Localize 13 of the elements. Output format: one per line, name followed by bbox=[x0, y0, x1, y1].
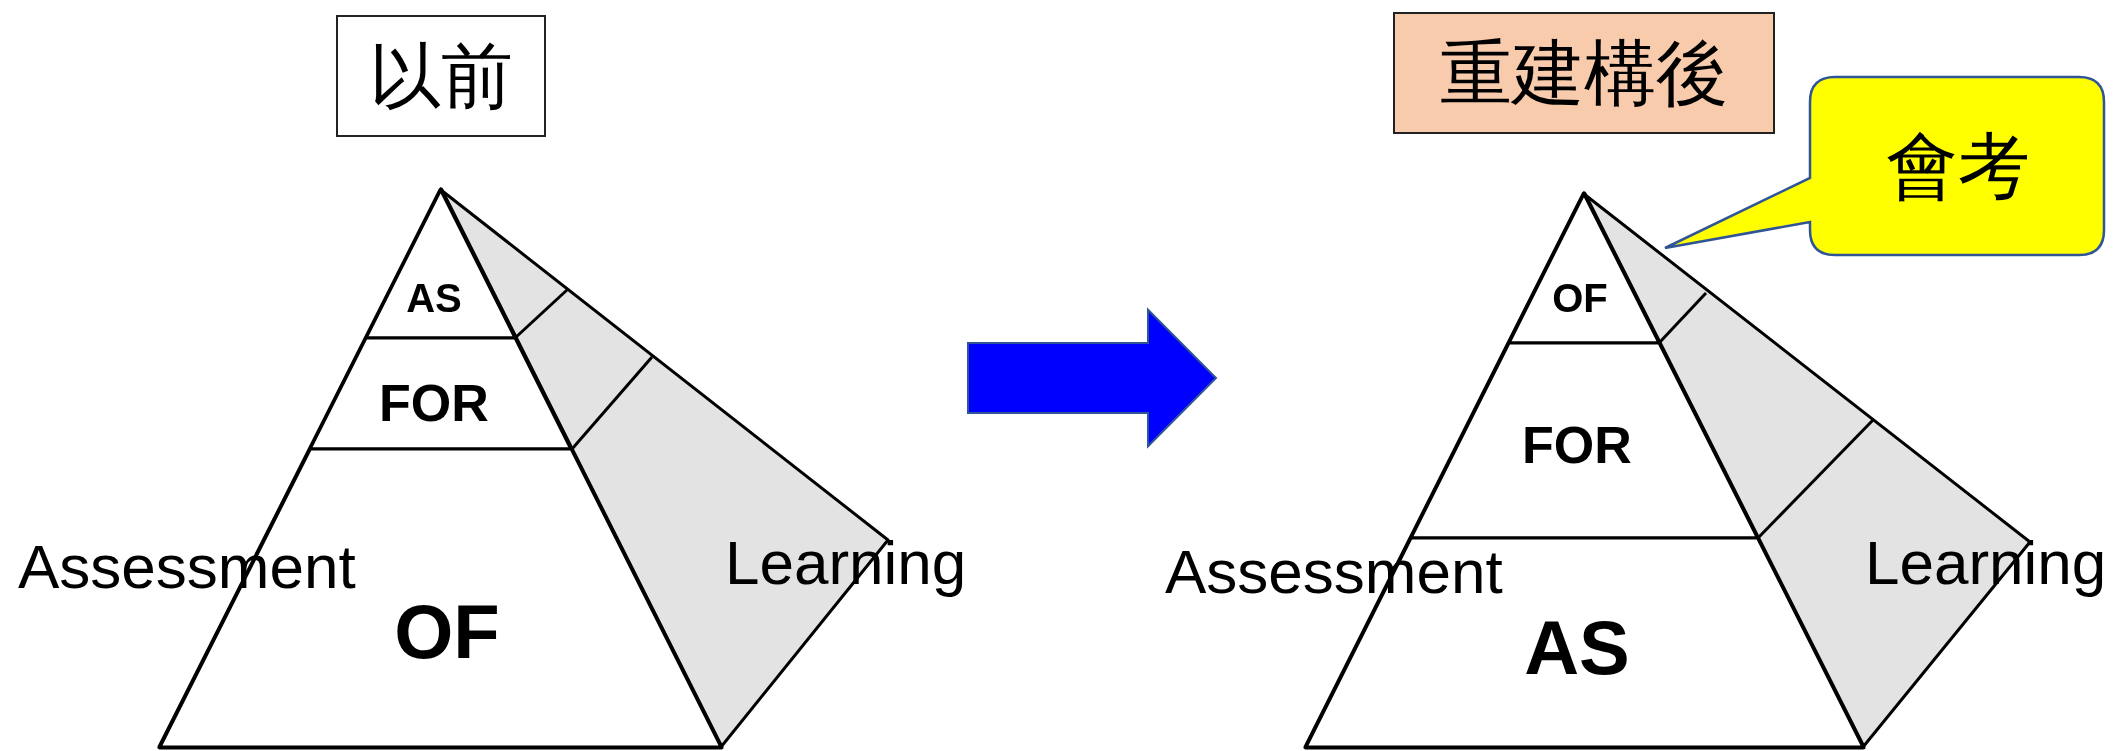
layer-label: FOR bbox=[1522, 419, 1632, 471]
pyramid-layer bbox=[310, 338, 572, 449]
title-text: 以前 bbox=[369, 40, 513, 112]
title-box bbox=[1393, 12, 1775, 134]
layer-label: OF bbox=[394, 594, 500, 670]
title-text: 重建構後 bbox=[1440, 37, 1728, 109]
layer-label: AS bbox=[1524, 610, 1630, 686]
layer-label: OF bbox=[1552, 278, 1608, 318]
layer-label: FOR bbox=[379, 377, 489, 429]
callout-text: 會考 bbox=[1886, 130, 2030, 202]
layer-label: AS bbox=[406, 278, 462, 318]
block-arrow bbox=[967, 307, 1218, 449]
title-box bbox=[336, 15, 546, 137]
